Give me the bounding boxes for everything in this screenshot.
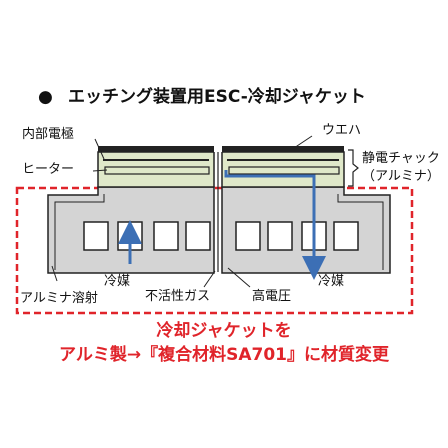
coolant-channel — [83, 221, 109, 251]
wafer-gap — [214, 146, 222, 152]
caption-line1: 冷却ジャケットを — [156, 320, 291, 341]
leader-lines — [51, 135, 313, 288]
red-dashed-region — [15, 186, 414, 315]
coolant-channel — [267, 221, 293, 251]
leader-heater — [92, 169, 108, 172]
wafer — [98, 146, 344, 152]
label-high-voltage: 高電圧 — [252, 288, 291, 304]
leader-alumina-spray — [51, 265, 58, 282]
label-inner-electrode: 内部電極 — [22, 126, 74, 142]
coolant-channel — [153, 221, 179, 251]
coolant-channel — [333, 221, 359, 251]
chuck-brace — [348, 149, 359, 187]
coolant-channels — [83, 221, 359, 251]
caption-line2: アルミ製→『複合材料SA701』に材質変更 — [59, 344, 390, 365]
alumina-spray-coating — [54, 194, 105, 270]
label-coolant-in: 冷媒 — [104, 274, 130, 289]
chuck-left — [97, 151, 215, 188]
leader-high-voltage — [227, 267, 251, 288]
label-alumina-spray: アルミナ溶射 — [20, 290, 98, 306]
label-inert-gas: 不活性ガス — [145, 289, 210, 304]
title-bullet: ● — [38, 87, 53, 107]
heater-element — [228, 166, 340, 175]
diagram-title: エッチング装置用ESC-冷却ジャケット — [68, 86, 366, 107]
label-coolant-out: 冷媒 — [318, 274, 344, 289]
coolant-channel — [185, 221, 211, 251]
label-chuck-line2: （アルミナ） — [362, 169, 440, 184]
label-wafer: ウエハ — [322, 123, 361, 138]
chuck-right — [221, 151, 345, 188]
leader-inert-gas — [203, 270, 216, 288]
label-heater: ヒーター — [22, 162, 74, 177]
coolant-channel — [235, 221, 261, 251]
leader-wafer — [293, 135, 313, 149]
label-chuck-line1: 静電チャック — [362, 151, 440, 166]
electrostatic-chuck — [97, 151, 345, 188]
leader-inner-electrode — [94, 138, 105, 160]
alumina-spray-coating-right — [337, 194, 384, 270]
coolant-out-arrow — [224, 170, 326, 280]
